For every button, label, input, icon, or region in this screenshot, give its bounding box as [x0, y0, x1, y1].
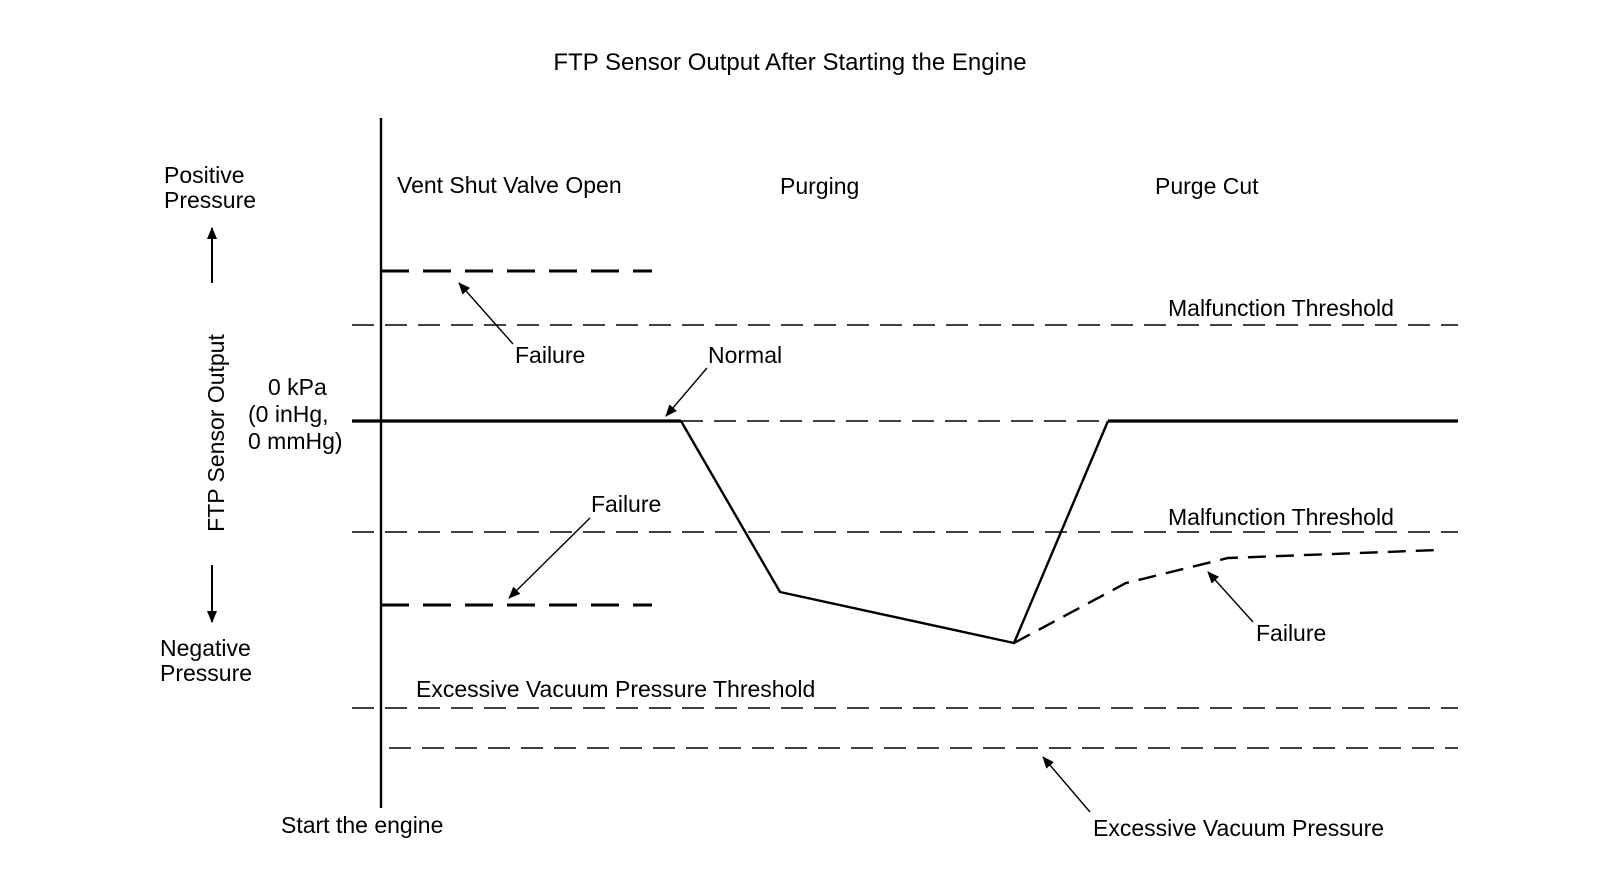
positive-pressure-line1: Positive [164, 162, 245, 188]
excessive-vacuum-pressure-label: Excessive Vacuum Pressure [1093, 815, 1384, 841]
failure-right-label: Failure [1256, 620, 1326, 646]
zero-line3: 0 mmHg) [248, 428, 343, 454]
negative-pressure-line1: Negative [160, 635, 251, 661]
lower-malfunction-threshold-label: Malfunction Threshold [1168, 504, 1394, 530]
zero-line2: (0 inHg, [248, 401, 329, 427]
phase-purging: Purging [780, 173, 859, 199]
phase-purge-cut: Purge Cut [1155, 173, 1259, 199]
y-axis-label: FTP Sensor Output [203, 334, 229, 532]
failure-high-label: Failure [515, 342, 585, 368]
diagram-title: FTP Sensor Output After Starting the Eng… [553, 49, 1026, 76]
zero-line1: 0 kPa [268, 374, 327, 400]
excessive-vacuum-threshold-label: Excessive Vacuum Pressure Threshold [416, 676, 815, 702]
zero-pressure-label: 0 kPa (0 inHg, 0 mmHg) [248, 374, 343, 454]
negative-pressure-label: Negative Pressure [160, 635, 257, 686]
excessive-vacuum-leader [1042, 756, 1091, 813]
normal-label: Normal [708, 342, 782, 368]
failure-low-leader [508, 517, 591, 599]
negative-pressure-line2: Pressure [160, 660, 252, 686]
normal-leader [665, 367, 708, 417]
upper-malfunction-threshold-label: Malfunction Threshold [1168, 295, 1394, 321]
failure-low-label: Failure [591, 491, 661, 517]
failure-high-leader [458, 282, 514, 345]
failure-right-leader [1207, 571, 1254, 623]
positive-pressure-label: Positive Pressure [164, 162, 256, 213]
start-engine-label: Start the engine [281, 812, 443, 838]
failure-right-trace [1013, 548, 1439, 645]
positive-pressure-line2: Pressure [164, 187, 256, 213]
phase-vent-shut-valve-open: Vent Shut Valve Open [397, 172, 622, 198]
